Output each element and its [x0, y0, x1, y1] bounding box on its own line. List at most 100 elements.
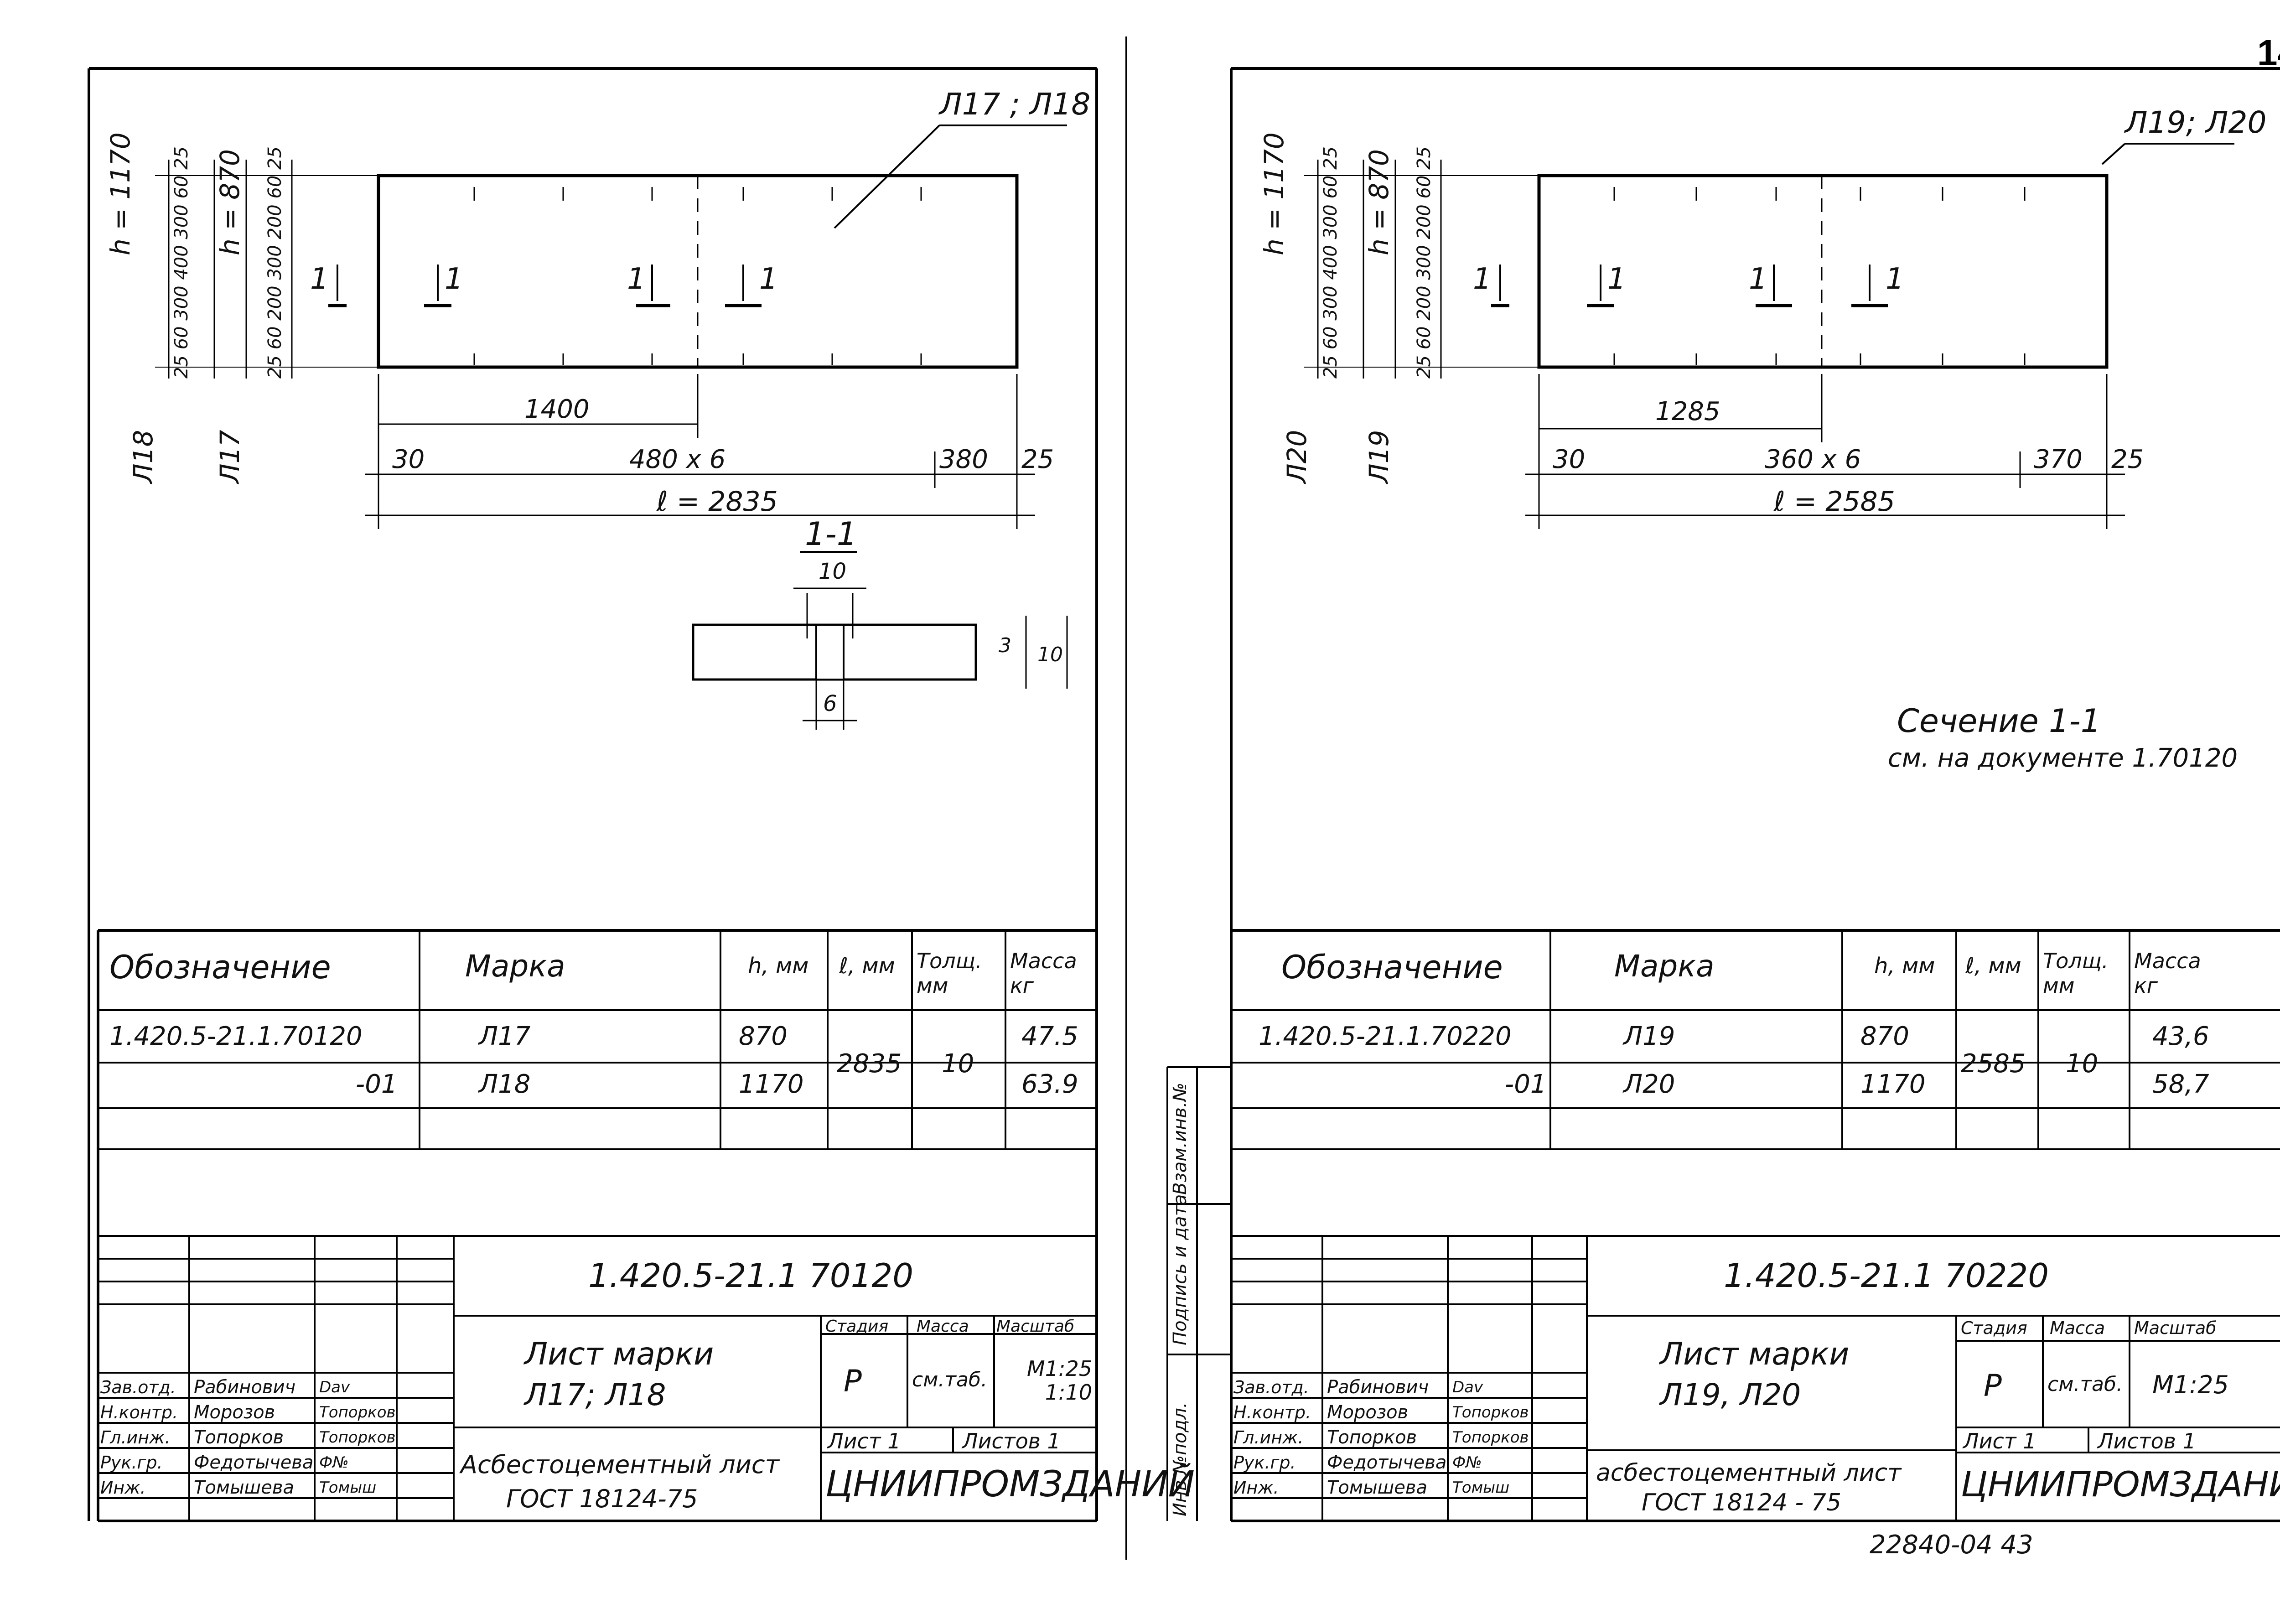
left-doc-code: 1.420.5-21.1 70120: [588, 1256, 914, 1295]
left-th-designation: Обозначение: [109, 949, 331, 986]
left-inner-chain: 25 60 200 300 200 60 25: [264, 146, 285, 379]
left-section-marker-3: 1: [627, 262, 646, 296]
archive-code: 22840-04 43: [1870, 1530, 2033, 1560]
right-section-marker-4: 1: [1886, 262, 1904, 296]
left-th-mark: Марка: [465, 949, 565, 984]
right-section-note-1: Сечение 1-1: [1897, 702, 2101, 740]
right-r2-h: 1170: [1860, 1069, 1926, 1099]
right-material-2: ГОСТ 18124 - 75: [1642, 1489, 1841, 1516]
side-strip-replaces: Взам.инв.№: [1170, 1082, 1191, 1195]
right-mark-inner: Л19: [1363, 430, 1394, 483]
section-1-1-title: 1-1: [805, 515, 857, 553]
right-mass: см.таб.: [2047, 1373, 2123, 1396]
right-r1-designation: 1.420.5-21.1.70220: [1259, 1022, 1512, 1051]
left-mark-inner: Л17: [214, 430, 245, 483]
left-r2-h: 1170: [739, 1069, 804, 1099]
right-sheets-total: Листов 1: [2098, 1429, 2196, 1453]
right-sheet-title-1: Лист марки: [1660, 1336, 1850, 1372]
right-dim-360x6: 360 x 6: [1765, 445, 1861, 474]
right-scale-header: Масштаб: [2134, 1318, 2217, 1338]
right-r1-thick: 10: [2066, 1049, 2099, 1079]
left-material-1: Асбестоцементный лист: [461, 1450, 779, 1479]
left-dim-25: 25: [1021, 445, 1054, 474]
side-strip-signature: Подпись и дата: [1170, 1194, 1191, 1345]
section-dim-top: 10: [819, 559, 847, 584]
right-th-thick: Толщ. мм: [2043, 949, 2109, 998]
right-mark-outer: Л20: [1281, 430, 1312, 483]
right-mark-label: Л19; Л20: [2125, 105, 2267, 140]
left-mark-outer: Л18: [128, 430, 159, 483]
left-roles: Зав.отд. Н.контр. Гл.инж. Рук.гр. Инж.: [100, 1377, 178, 1498]
right-section-marker-2: 1: [1607, 262, 1626, 296]
left-sheet-title-1: Лист марки: [524, 1336, 714, 1372]
right-th-h: h, мм: [1874, 953, 1935, 979]
right-material-1: асбестоцементный лист: [1596, 1459, 1902, 1487]
left-r1-l: 2835: [837, 1049, 902, 1079]
left-names: Рабинович Морозов Топорков Федотычева То…: [194, 1377, 314, 1498]
left-h-inner: h = 870: [214, 149, 245, 255]
left-material-2: ГОСТ 18124-75: [506, 1484, 698, 1513]
left-dim-380: 380: [939, 445, 988, 474]
right-scale: М1:25: [2152, 1370, 2229, 1399]
left-r1-h: 870: [739, 1022, 788, 1051]
right-h-outer: h = 1170: [1259, 132, 1290, 255]
section-dim-thin: 3: [999, 634, 1011, 657]
right-section-note-2: см. на документе 1.70120: [1888, 743, 2238, 773]
left-mass-header: Масса: [917, 1317, 969, 1336]
left-r1-designation: 1.420.5-21.1.70120: [109, 1022, 363, 1051]
right-names: Рабинович Морозов Топорков Федотычева То…: [1327, 1377, 1447, 1498]
left-th-mass: Масса кг: [1010, 949, 1077, 998]
right-outer-chain: 25 60 300 400 300 60 25: [1320, 146, 1341, 379]
section-dim-thick: 10: [1037, 643, 1063, 666]
right-th-mass: Масса кг: [2134, 949, 2201, 998]
right-th-l: ℓ, мм: [1965, 953, 2021, 979]
left-r2-mass: 63.9: [1021, 1069, 1078, 1099]
right-dim-total: ℓ = 2585: [1774, 486, 1895, 518]
right-sheet-no: Лист 1: [1963, 1429, 2036, 1453]
right-r1-mark: Л19: [1623, 1022, 1675, 1051]
right-stage: Р: [1984, 1368, 2002, 1403]
left-scale: М1:25 1:10: [1027, 1356, 1092, 1405]
left-h-outer: h = 1170: [105, 132, 136, 255]
left-r1-mark: Л17: [479, 1022, 531, 1051]
left-section-marker-1: 1: [310, 262, 329, 296]
left-stage: Р: [844, 1364, 862, 1399]
right-doc-code: 1.420.5-21.1 70220: [1724, 1256, 2049, 1295]
right-r2-mark: Л20: [1623, 1069, 1675, 1099]
right-dim-30: 30: [1553, 445, 1586, 474]
right-dim-370: 370: [2034, 445, 2083, 474]
left-dim-480x6: 480 x 6: [629, 445, 726, 474]
left-dim-total: ℓ = 2835: [657, 486, 778, 518]
left-organization: ЦНИИПРОМЗДАНИЙ: [825, 1464, 1195, 1505]
right-signatures: Dav Топорков Топорков Ф№ Томыш: [1452, 1378, 1529, 1497]
page-number: 147: [2257, 32, 2280, 73]
right-r2-designation: -01: [1505, 1069, 1547, 1099]
left-th-h: h, мм: [748, 953, 809, 979]
right-inner-chain: 25 60 200 300 200 60 25: [1414, 146, 1435, 379]
left-section-marker-2: 1: [445, 262, 463, 296]
left-signatures: Dav Топорков Топорков Ф№ Томыш: [319, 1378, 396, 1497]
right-dim-1285: 1285: [1655, 397, 1720, 426]
right-h-inner: h = 870: [1363, 149, 1394, 255]
right-r2-mass: 58,7: [2152, 1069, 2209, 1099]
right-section-marker-3: 1: [1749, 262, 1767, 296]
left-dim-30: 30: [392, 445, 425, 474]
right-stage-header: Стадия: [1961, 1318, 2027, 1338]
left-mark-label: Л17 ; Л18: [939, 87, 1091, 122]
section-dim-bottom: 6: [823, 691, 837, 716]
right-th-designation: Обозначение: [1281, 949, 1503, 986]
left-th-thick: Толщ. мм: [917, 949, 982, 998]
left-mass: см.таб.: [912, 1368, 988, 1391]
right-dim-25: 25: [2111, 445, 2144, 474]
right-section-marker-1: 1: [1473, 262, 1492, 296]
side-strip-inventory: Инв.№подл.: [1170, 1402, 1191, 1516]
left-th-l: ℓ, мм: [839, 953, 895, 979]
left-r1-thick: 10: [942, 1049, 974, 1079]
left-sheet-no: Лист 1: [828, 1429, 901, 1453]
right-r1-l: 2585: [1961, 1049, 2026, 1079]
right-th-mark: Марка: [1614, 949, 1715, 984]
right-r1-mass: 43,6: [2152, 1022, 2209, 1051]
left-sheet-title-2: Л17; Л18: [524, 1377, 666, 1412]
left-outer-chain: 25 60 300 400 300 60 25: [171, 146, 192, 379]
